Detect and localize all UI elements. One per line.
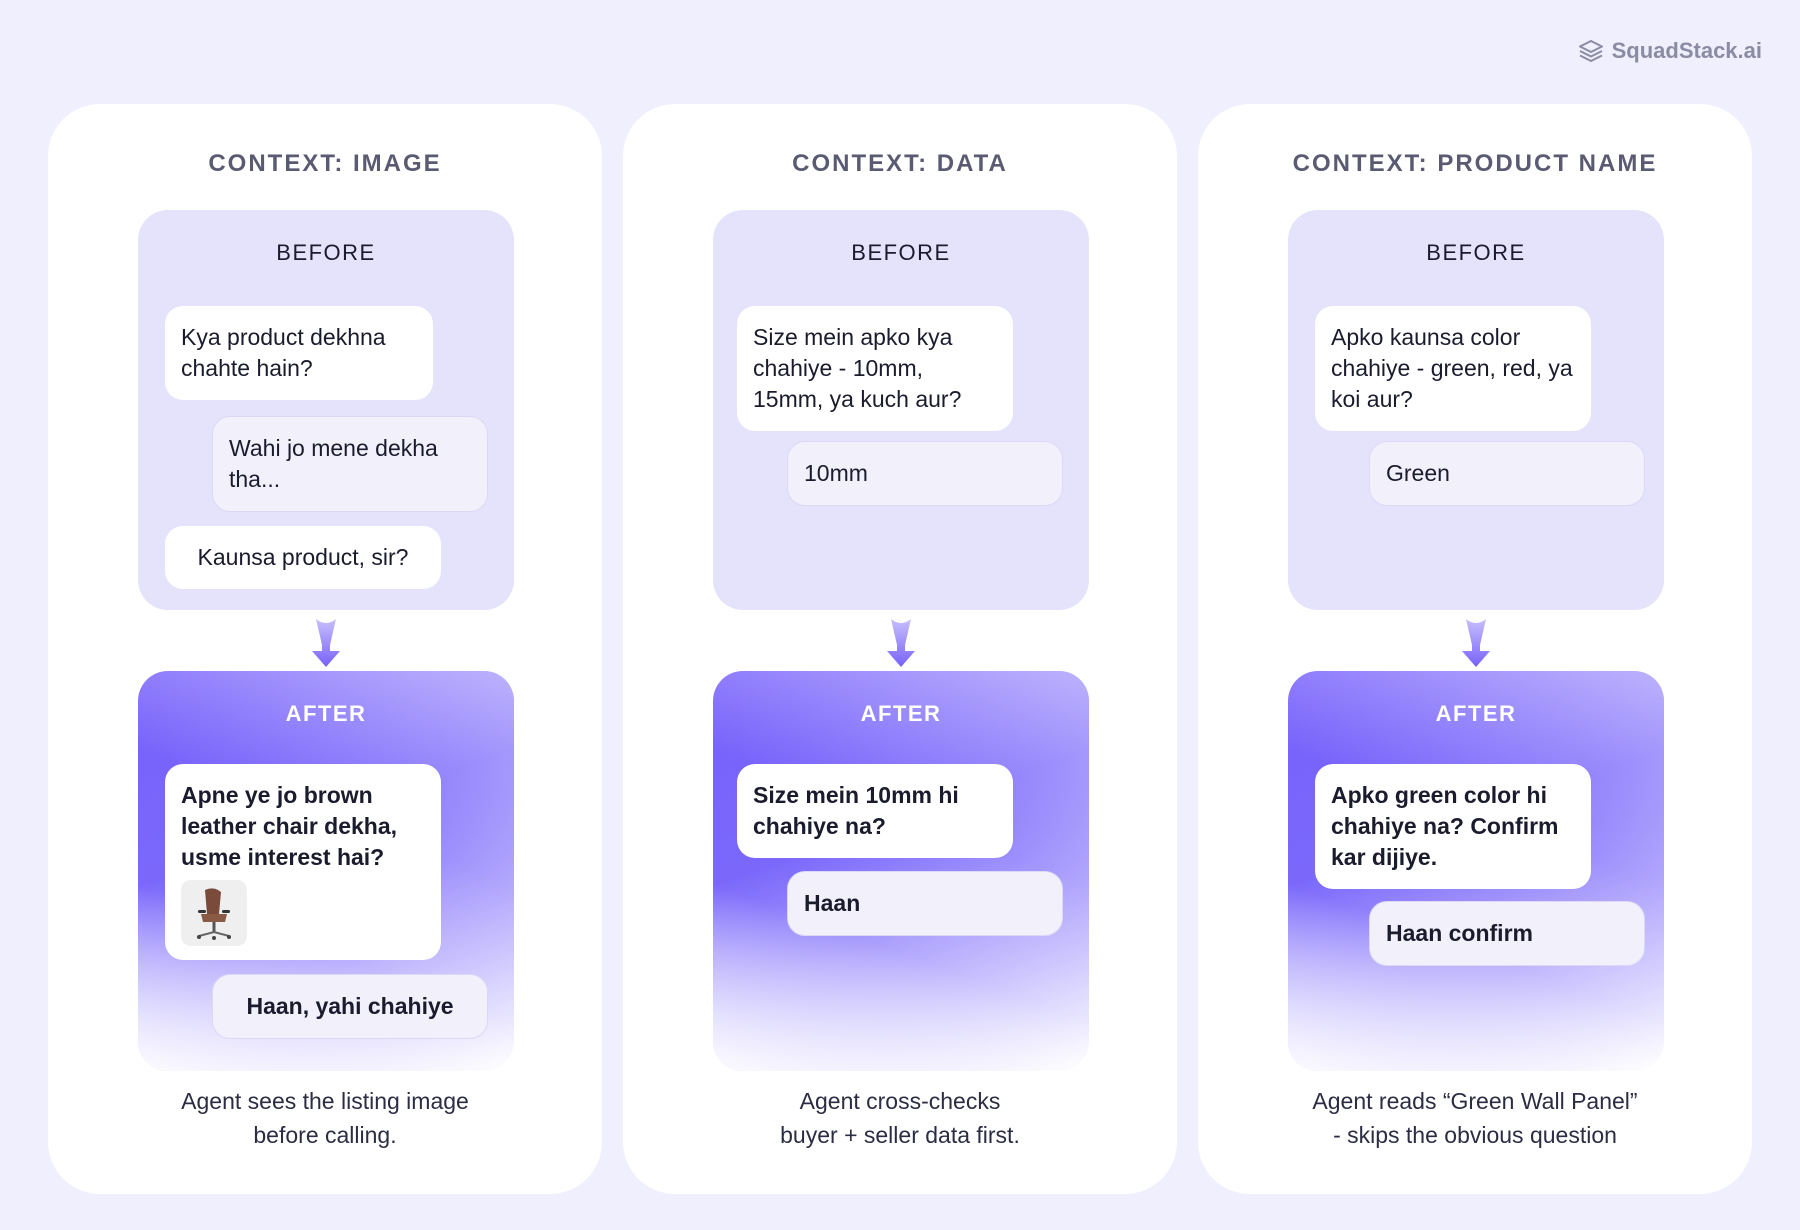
agent-message: Kaunsa product, sir? — [165, 526, 441, 589]
agent-message: Apko kaunsa color chahiye - green, red, … — [1315, 306, 1591, 431]
caption-line: Agent cross-checks — [799, 1088, 1001, 1114]
down-arrow-icon — [1462, 619, 1490, 667]
brand-logo: SquadStack.ai — [1578, 38, 1762, 64]
caption-line: Agent reads “Green Wall Panel” — [1312, 1088, 1638, 1114]
agent-message-text: Apne ye jo brown leather chair dekha, us… — [181, 782, 398, 870]
before-label: BEFORE — [276, 240, 376, 265]
panel-title: CONTEXT: DATA — [792, 150, 1008, 177]
before-box: BEFORE Kya product dekhna chahte hain? W… — [138, 210, 514, 610]
panel-caption: Agent reads “Green Wall Panel” - skips t… — [1218, 1084, 1732, 1152]
customer-message: Wahi jo mene dekha tha... — [212, 416, 488, 512]
after-box: AFTER Size mein 10mm hi chahiye na? Haan — [713, 671, 1089, 1071]
brand-name: SquadStack.ai — [1611, 38, 1762, 63]
down-arrow-icon — [312, 619, 340, 667]
caption-line: buyer + seller data first. — [780, 1122, 1020, 1148]
stack-layers-icon — [1578, 40, 1603, 62]
after-label: AFTER — [860, 701, 942, 726]
panel-caption: Agent cross-checks buyer + seller data f… — [643, 1084, 1157, 1152]
panel-context-product-name: CONTEXT: PRODUCT NAME BEFORE Apko kaunsa… — [1198, 104, 1752, 1194]
customer-message: 10mm — [787, 441, 1063, 506]
after-label: AFTER — [1435, 701, 1517, 726]
agent-message: Size mein apko kya chahiye - 10mm, 15mm,… — [737, 306, 1013, 431]
agent-message: Kya product dekhna chahte hain? — [165, 306, 433, 400]
caption-line: - skips the obvious question — [1333, 1122, 1617, 1148]
customer-message: Haan, yahi chahiye — [212, 974, 488, 1039]
customer-message: Haan confirm — [1369, 901, 1645, 966]
chair-thumbnail — [181, 880, 247, 946]
panel-caption: Agent sees the listing image before call… — [68, 1084, 582, 1152]
agent-message: Size mein 10mm hi chahiye na? — [737, 764, 1013, 858]
before-box: BEFORE Size mein apko kya chahiye - 10mm… — [713, 210, 1089, 610]
customer-message: Haan — [787, 871, 1063, 936]
after-box: AFTER Apne ye jo brown leather chair dek… — [138, 671, 514, 1071]
panel-context-data: CONTEXT: DATA BEFORE Size mein apko kya … — [623, 104, 1177, 1194]
before-label: BEFORE — [1426, 240, 1526, 265]
office-chair-icon — [197, 888, 231, 940]
panel-title: CONTEXT: PRODUCT NAME — [1292, 150, 1658, 177]
panel-title: CONTEXT: IMAGE — [208, 150, 442, 177]
before-box: BEFORE Apko kaunsa color chahiye - green… — [1288, 210, 1664, 610]
panel-context-image: CONTEXT: IMAGE BEFORE Kya product dekhna… — [48, 104, 602, 1194]
after-box: AFTER Apko green color hi chahiye na? Co… — [1288, 671, 1664, 1071]
down-arrow-icon — [887, 619, 915, 667]
agent-message: Apne ye jo brown leather chair dekha, us… — [165, 764, 441, 960]
agent-message: Apko green color hi chahiye na? Confirm … — [1315, 764, 1591, 889]
before-label: BEFORE — [851, 240, 951, 265]
after-label: AFTER — [285, 701, 367, 726]
caption-line: before calling. — [253, 1122, 397, 1148]
caption-line: Agent sees the listing image — [181, 1088, 469, 1114]
customer-message: Green — [1369, 441, 1645, 506]
